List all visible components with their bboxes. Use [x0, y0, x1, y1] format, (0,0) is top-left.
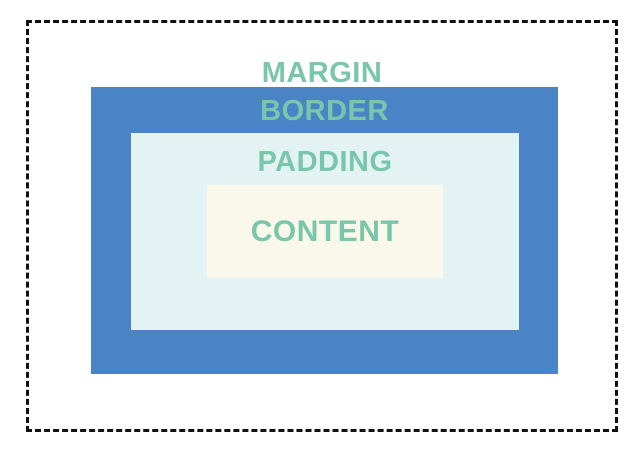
padding-area: PADDING CONTENT	[131, 133, 519, 330]
content-label: CONTENT	[250, 215, 400, 248]
margin-label: MARGIN	[261, 57, 383, 89]
margin-area: MARGIN BORDER PADDING CONTENT	[26, 20, 618, 432]
border-area: BORDER PADDING CONTENT	[91, 87, 558, 374]
border-label: BORDER	[260, 95, 389, 127]
padding-label: PADDING	[257, 146, 393, 178]
content-area: CONTENT	[207, 185, 443, 278]
